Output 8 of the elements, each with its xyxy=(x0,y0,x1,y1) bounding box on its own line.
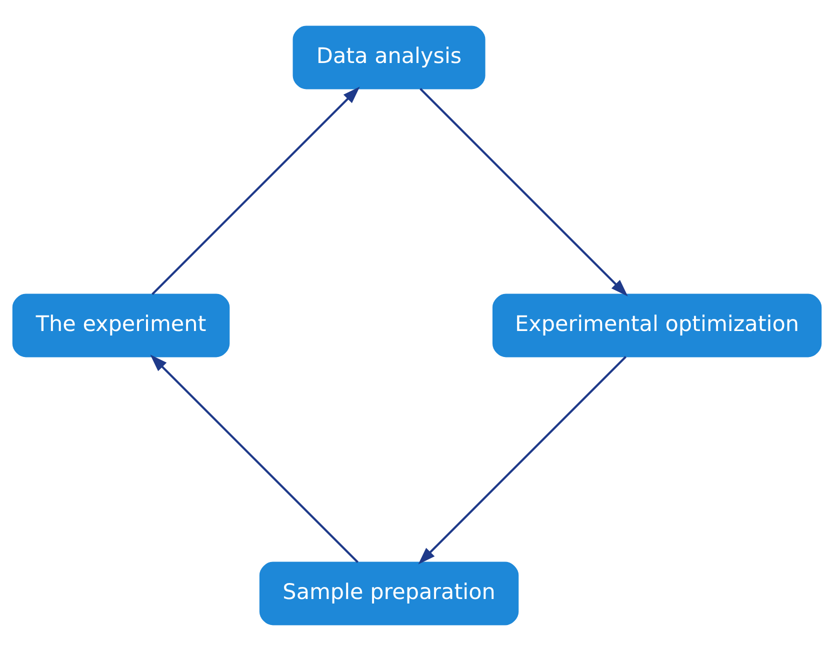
node-box: Data analysis xyxy=(292,25,486,89)
arrow xyxy=(418,356,627,564)
node-box: Experimental optimization xyxy=(492,293,822,357)
node-box: The experiment xyxy=(12,293,230,357)
arrow xyxy=(150,354,359,562)
node-box: Sample preparation xyxy=(259,561,519,625)
arrow xyxy=(152,86,360,294)
arrow xyxy=(420,88,628,296)
